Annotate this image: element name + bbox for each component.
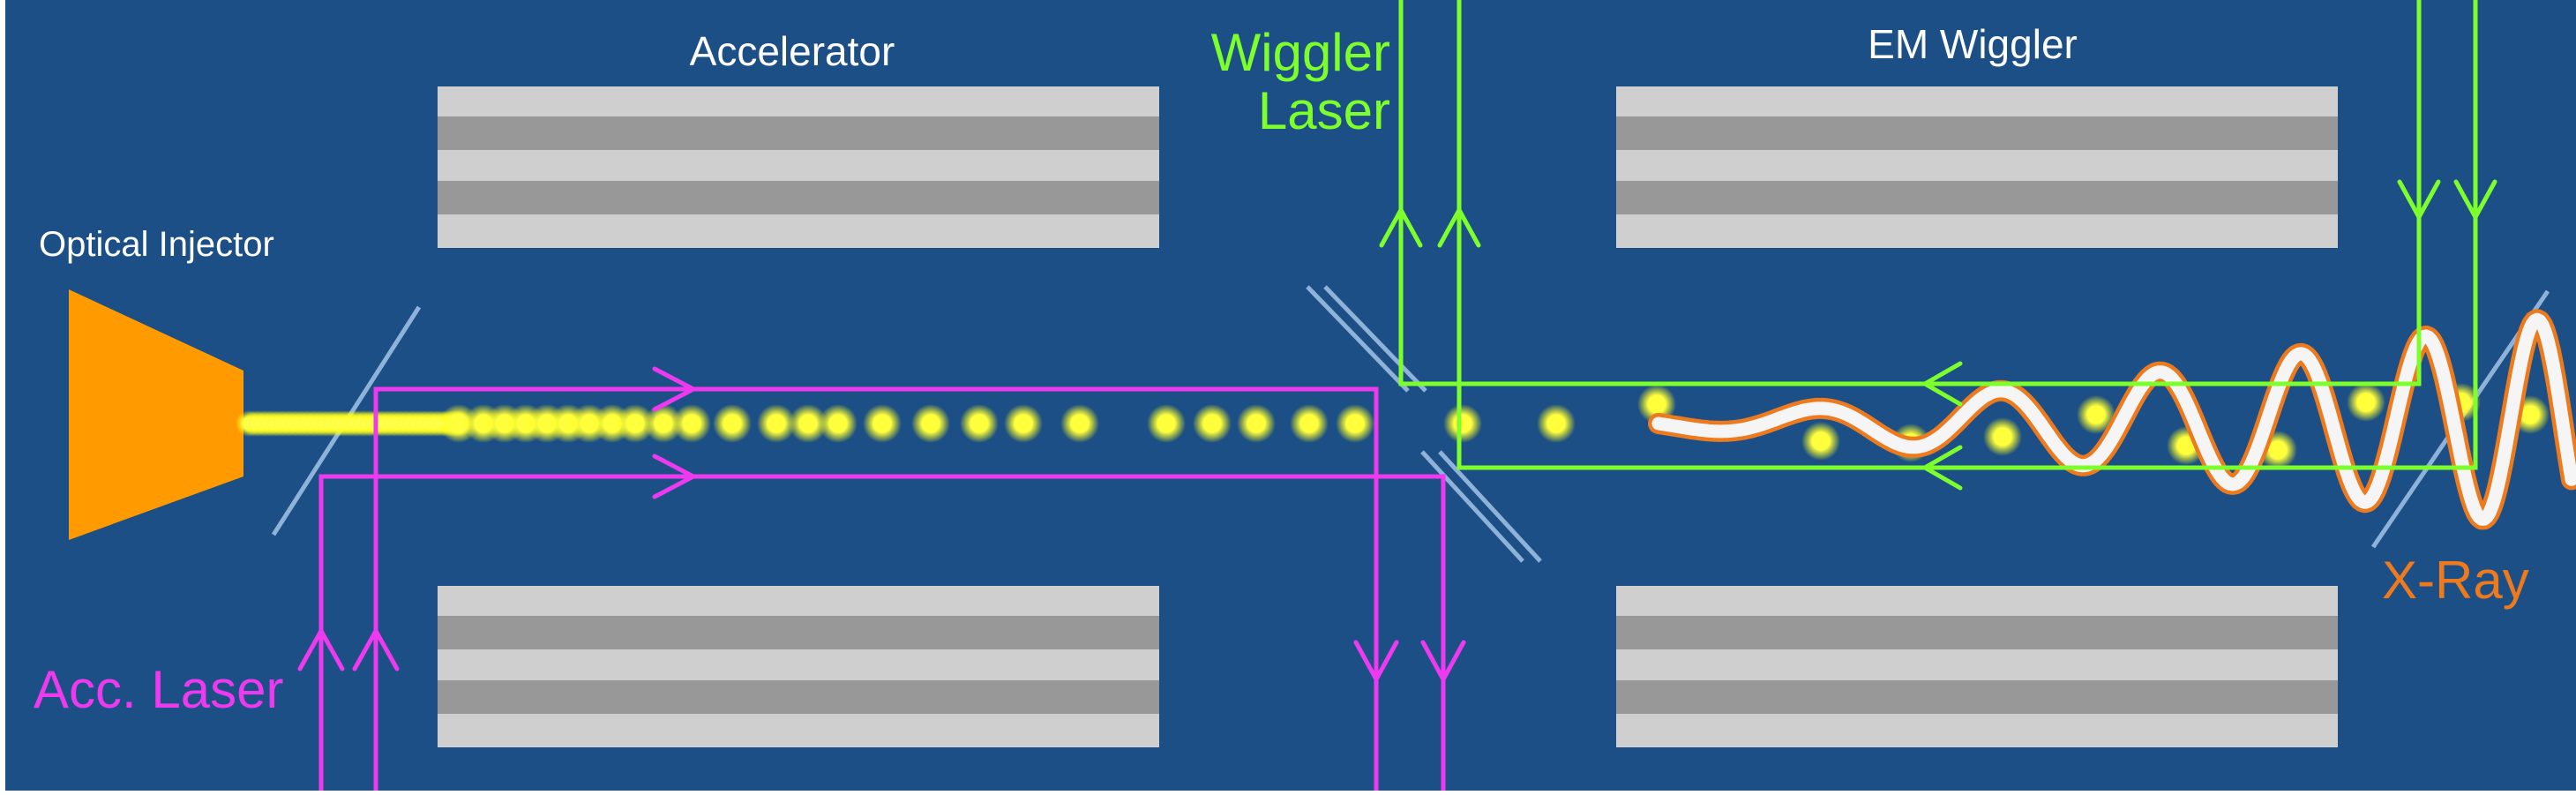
electron-bunch <box>1648 395 1666 413</box>
electron-bunch <box>768 415 785 432</box>
electron-bunch <box>970 415 988 432</box>
wiggler-laser-arrows <box>1379 179 2497 491</box>
electron-bunch <box>1203 415 1221 432</box>
electron-bunch <box>1300 415 1318 432</box>
electron-bunch <box>2269 441 2287 459</box>
wiggler-laser-beam <box>1398 0 2478 470</box>
electron-bunch <box>450 415 468 432</box>
wiggler-laser-label-line1: Wiggler <box>1211 23 1390 82</box>
electron-bunch <box>1071 415 1089 432</box>
wiggler-upper-magnet <box>1616 86 2338 248</box>
electron-bunch <box>1015 415 1032 432</box>
electron-bunch <box>683 415 700 432</box>
electron-bunch <box>1346 415 1364 432</box>
electron-bunch <box>1994 428 2011 446</box>
optical-injector <box>69 289 243 540</box>
accelerator-lower-magnet <box>438 586 1159 747</box>
electron-bunch <box>1247 415 1265 432</box>
electron-bunch <box>799 415 817 432</box>
electron-trail <box>236 410 472 437</box>
wiggler-laser-label-line2: Laser <box>1258 81 1390 140</box>
acc-laser-label: Acc. Laser <box>34 660 283 719</box>
electron-bunches <box>439 383 2550 469</box>
electron-bunch <box>829 415 847 432</box>
wiggler-lower-magnet <box>1616 586 2338 747</box>
xray-label: X-Ray <box>2382 551 2529 610</box>
electron-bunch <box>1454 415 1471 432</box>
electron-bunch <box>2087 406 2105 424</box>
electron-bunch <box>2177 437 2195 454</box>
accelerator-label: Accelerator <box>690 28 895 74</box>
acc-laser-arrows <box>297 366 1466 685</box>
electron-bunch <box>2357 394 2375 411</box>
electron-bunch <box>1157 415 1175 432</box>
electron-bunch <box>1812 432 1830 450</box>
electron-bunch <box>626 415 644 432</box>
optical-injector-label: Optical Injector <box>39 225 274 264</box>
electron-bunch <box>1547 415 1565 432</box>
em-wiggler-label: EM Wiggler <box>1868 21 2078 67</box>
electron-bunch <box>655 415 672 432</box>
electron-bunch <box>873 415 891 432</box>
accelerator-exit-mirror <box>1306 285 1542 563</box>
electron-bunch <box>922 415 940 432</box>
electron-bunch <box>723 415 741 432</box>
accelerator-upper-magnet <box>438 86 1159 248</box>
electron-bunch <box>2521 406 2539 424</box>
